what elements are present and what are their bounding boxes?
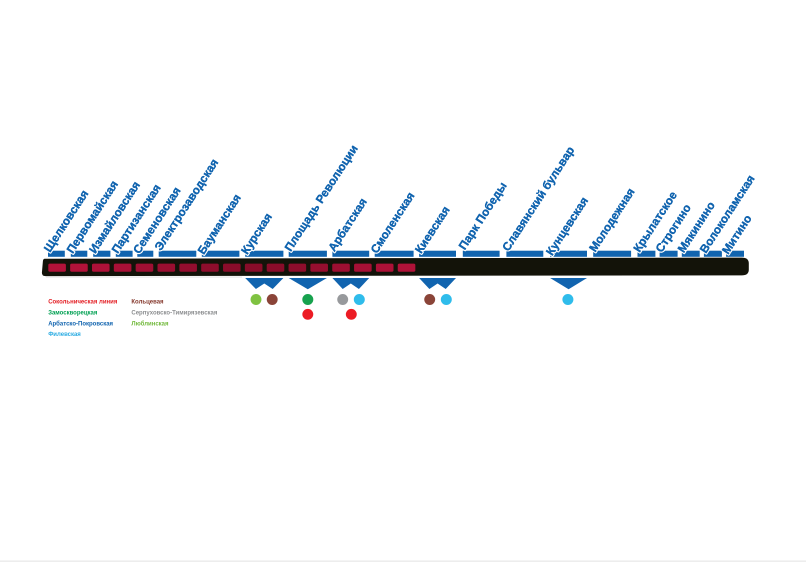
svg-text:Арбатско-Покровская: Арбатско-Покровская xyxy=(48,321,113,328)
svg-text:Сокольническая линия: Сокольническая линия xyxy=(48,300,118,306)
svg-text:Филевская: Филевская xyxy=(48,332,81,338)
svg-text:Серпуховско-Тимирязевская: Серпуховско-Тимирязевская xyxy=(131,311,217,317)
svg-text:Кольцевая: Кольцевая xyxy=(131,300,164,306)
svg-text:Люблинская: Люблинская xyxy=(131,321,169,328)
svg-text:Замоскворецкая: Замоскворецкая xyxy=(48,311,98,317)
